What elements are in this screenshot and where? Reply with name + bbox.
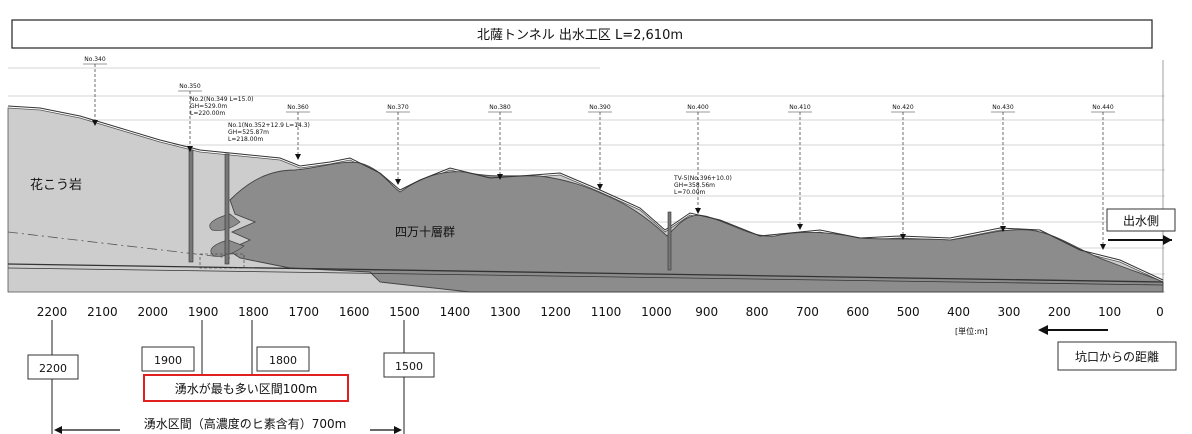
station-label: No.410 (789, 104, 811, 111)
box-1800-label: 1800 (269, 354, 297, 367)
borehole-2-line-1: No.1(No.352+12.9 L=14.3) (228, 122, 310, 129)
distance-tick-label: 1400 (440, 305, 471, 319)
distance-tick-label: 1800 (238, 305, 269, 319)
distance-tick-label: 600 (846, 305, 869, 319)
outlet-label: 出水側 (1123, 214, 1159, 228)
station-label: No.360 (287, 104, 309, 111)
portal-distance-label: 坑口からの距離 (1075, 349, 1159, 364)
borehole-1-line-3: L=220.00m (190, 110, 225, 117)
station-label: No.440 (1092, 104, 1114, 111)
distance-tick-label: 2200 (37, 305, 68, 319)
borehole-1-line-2: GH=529.0m (190, 103, 227, 110)
distance-tick-label: 200 (1048, 305, 1071, 319)
distance-tick-label: 800 (746, 305, 769, 319)
borehole-3-line-3: L=70.00m (674, 189, 706, 196)
station-label: No.430 (992, 104, 1014, 111)
distance-tick-label: 300 (997, 305, 1020, 319)
distance-tick-label: 1600 (339, 305, 370, 319)
station-label: No.400 (687, 104, 709, 111)
box-1500-label: 1500 (395, 360, 423, 373)
box-1800 (256, 346, 310, 372)
granite-label: 花こう岩 (30, 177, 82, 193)
distance-tick-label: 2000 (137, 305, 168, 319)
distance-tick-label: 100 (1098, 305, 1121, 319)
distance-tick-label: 900 (695, 305, 718, 319)
distance-tick-label: 400 (947, 305, 970, 319)
distance-tick-label: 1000 (641, 305, 672, 319)
borehole-1-line-1: No.2(No.349 L=15.0) (190, 96, 254, 103)
station-label: No.420 (892, 104, 914, 111)
distance-tick-label: 2100 (87, 305, 118, 319)
box-2200 (27, 354, 79, 380)
spring-section-label: 湧水区間（高濃度のヒ素含有）700m (144, 416, 347, 431)
title-text: 北薩トンネル 出水工区 L=2,610m (477, 28, 683, 43)
shimanto-label: 四万十層群 (395, 225, 455, 239)
max-spring-box (143, 374, 349, 402)
borehole-3-line-1: TV-5(No.396+10.0) (673, 175, 732, 182)
distance-tick-label: 500 (897, 305, 920, 319)
distance-tick-label: 1500 (389, 305, 420, 319)
distance-tick-label: 1700 (289, 305, 320, 319)
borehole-2-line-2: GH=525.87m (228, 129, 269, 136)
distance-tick-label: 1100 (591, 305, 622, 319)
box-1500 (383, 352, 435, 378)
unit-label: [単位:m] (955, 326, 988, 336)
station-label: No.390 (589, 104, 611, 111)
station-label: No.380 (489, 104, 511, 111)
borehole-3-line-2: GH=358.56m (674, 182, 715, 189)
tunnel-line (7, 263, 1164, 283)
title-box (11, 19, 1153, 49)
borehole-2-line-3: L=218.00m (228, 136, 263, 143)
box-1900 (141, 346, 195, 372)
distance-tick-label: 700 (796, 305, 819, 319)
outlet-box (1106, 208, 1176, 232)
box-2200-label: 2200 (39, 362, 67, 375)
station-label: No.370 (387, 104, 409, 111)
max-spring-label: 湧水が最も多い区間100m (175, 381, 318, 396)
station-label: No.350 (179, 83, 201, 90)
distance-tick-label: 1900 (188, 305, 219, 319)
distance-tick-label: 1200 (540, 305, 571, 319)
portal-distance-box (1057, 341, 1177, 371)
distance-tick-label: 1300 (490, 305, 521, 319)
station-label: No.340 (84, 56, 106, 63)
box-1900-label: 1900 (154, 354, 182, 367)
distance-tick-label: 0 (1156, 305, 1164, 319)
